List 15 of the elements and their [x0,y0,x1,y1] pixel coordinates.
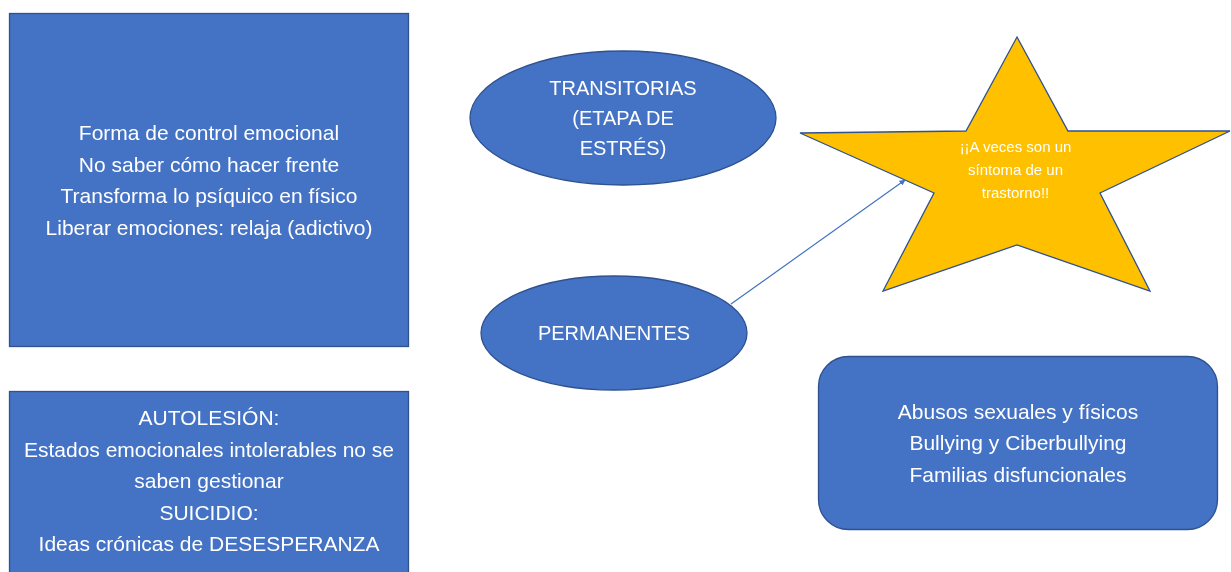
node-text: Ideas crónicas de DESESPERANZA [38,531,380,558]
node-text: Forma de control emocional [78,120,340,146]
node-text: Bullying y Ciberbullying [909,430,1127,457]
node-text: SUICIDIO: [159,499,259,526]
node-text: Transforma lo psíquico en físico [60,183,358,209]
node-text: PERMANENTES [537,321,691,346]
node-text: Familias disfuncionales [909,461,1127,488]
node-text: Abusos sexuales y físicos [897,398,1139,425]
node-text: Liberar emociones: relaja (adictivo) [45,214,373,241]
node-text: No saber cómo hacer frente [78,151,340,178]
node-text: Estados emocionales intolerables no se saben gestionar [22,436,396,495]
node-text: TRANSITORIAS (ETAPA DE ESTRÉS) [548,76,698,161]
node-text: AUTOLESIÓN: [138,405,280,432]
arrow [730,179,906,305]
star-text: ¡¡A veces son un síntoma de un trastorno!! [958,136,1073,204]
